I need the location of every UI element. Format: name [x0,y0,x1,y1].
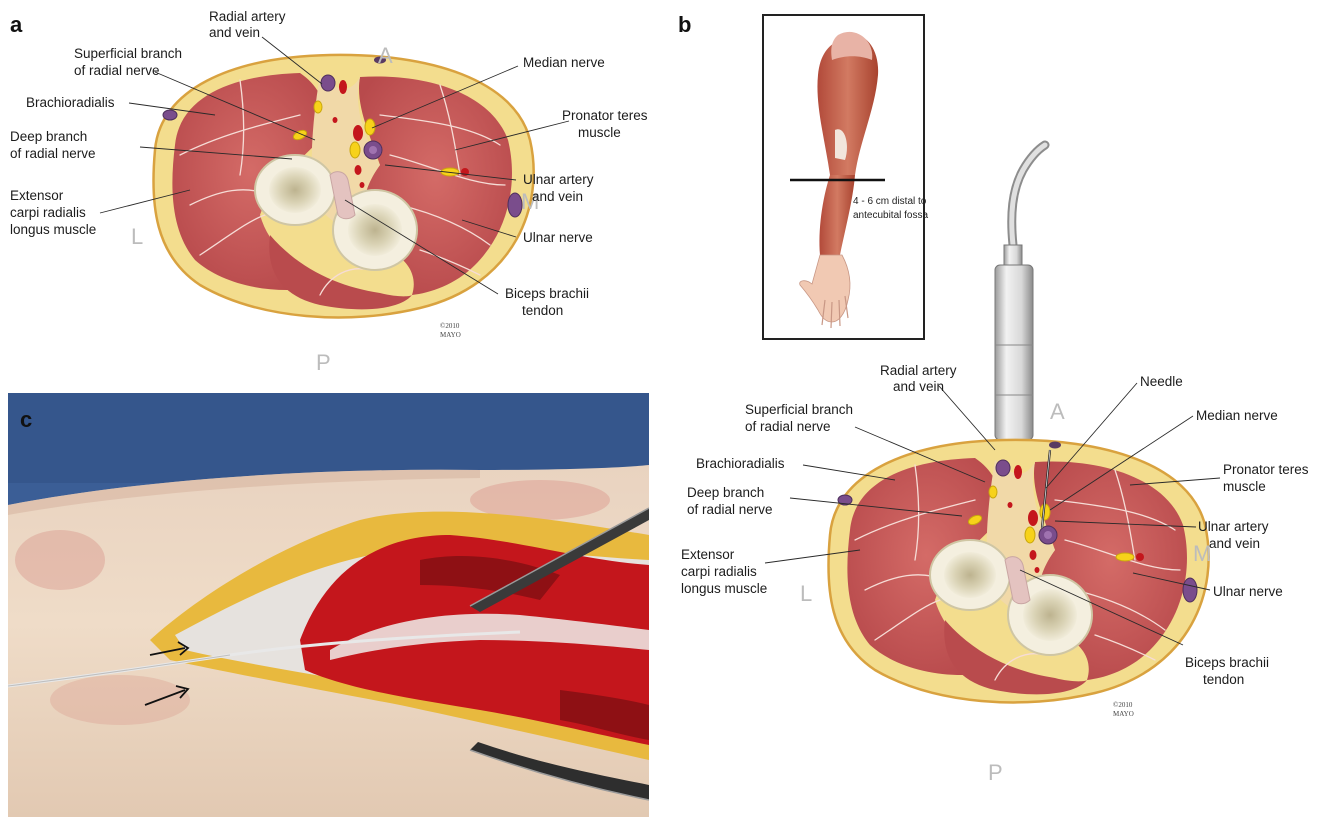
panel-a-orient-anterior: A [378,43,393,68]
panel-a-label-ecrl: Extensor carpi radialis longus muscle [10,188,96,237]
panel-b-label-superficial-branch: Superficial branch of radial nerve [745,402,857,434]
panel-b-orient-anterior: A [1050,399,1065,424]
panel-b-label-median-nerve: Median nerve [1196,408,1278,423]
panel-b-label-deep-branch: Deep branch of radial nerve [687,485,773,517]
panel-a-label-ulnar-artery-vein: Ulnar artery and vein [523,172,597,204]
panel-a-label-brachioradialis: Brachioradialis [26,95,115,110]
panel-b-copyright: ©2010 MAYO [1113,701,1134,718]
panel-b-label-ulnar-nerve: Ulnar nerve [1213,584,1283,599]
panel-a-label-superficial-branch: Superficial branch of radial nerve [74,46,186,78]
panel-b-label: b [678,12,691,37]
panel-b-label-radial-artery-vein: Radial artery and vein [880,363,960,394]
panel-a-label: a [10,12,23,37]
panel-a-label-ulnar-nerve: Ulnar nerve [523,230,593,245]
panel-a-label-median-nerve: Median nerve [523,55,605,70]
panel-b-label-brachioradialis: Brachioradialis [696,456,785,471]
panel-c-photo [8,393,649,817]
panel-b-cross-section [828,440,1208,703]
panel-a-cross-section [153,55,533,318]
panel-a-orient-posterior: P [316,350,331,375]
panel-b-label-biceps-tendon: Biceps brachii tendon [1185,655,1273,687]
panel-a: a A P L M Radial artery and vein Superfi… [10,9,651,375]
panel-a-label-radial-artery-vein: Radial artery and vein [209,9,289,40]
panel-c-label: c [20,407,32,432]
panel-b-label-ulnar-artery-vein: Ulnar artery and vein [1198,519,1272,551]
panel-b-label-pronator-teres: Pronator teres muscle [1223,462,1312,494]
panel-a-label-deep-branch: Deep branch of radial nerve [10,129,96,161]
forearm-inset: 4 - 6 cm distal to antecubital fossa [763,15,929,339]
panel-b-orient-lateral: L [800,581,812,606]
panel-a-label-pronator-teres: Pronator teres muscle [562,108,651,140]
panel-a-copyright: ©2010 MAYO [440,322,461,339]
panel-b-label-needle: Needle [1140,374,1183,389]
ultrasound-probe [995,145,1045,440]
panel-a-label-biceps-tendon: Biceps brachii tendon [505,286,593,318]
panel-a-orient-lateral: L [131,224,143,249]
panel-b-label-ecrl: Extensor carpi radialis longus muscle [681,547,767,596]
panel-b: b 4 - 6 cm distal to antecubital fossa [678,12,1312,785]
panel-b-orient-posterior: P [988,760,1003,785]
